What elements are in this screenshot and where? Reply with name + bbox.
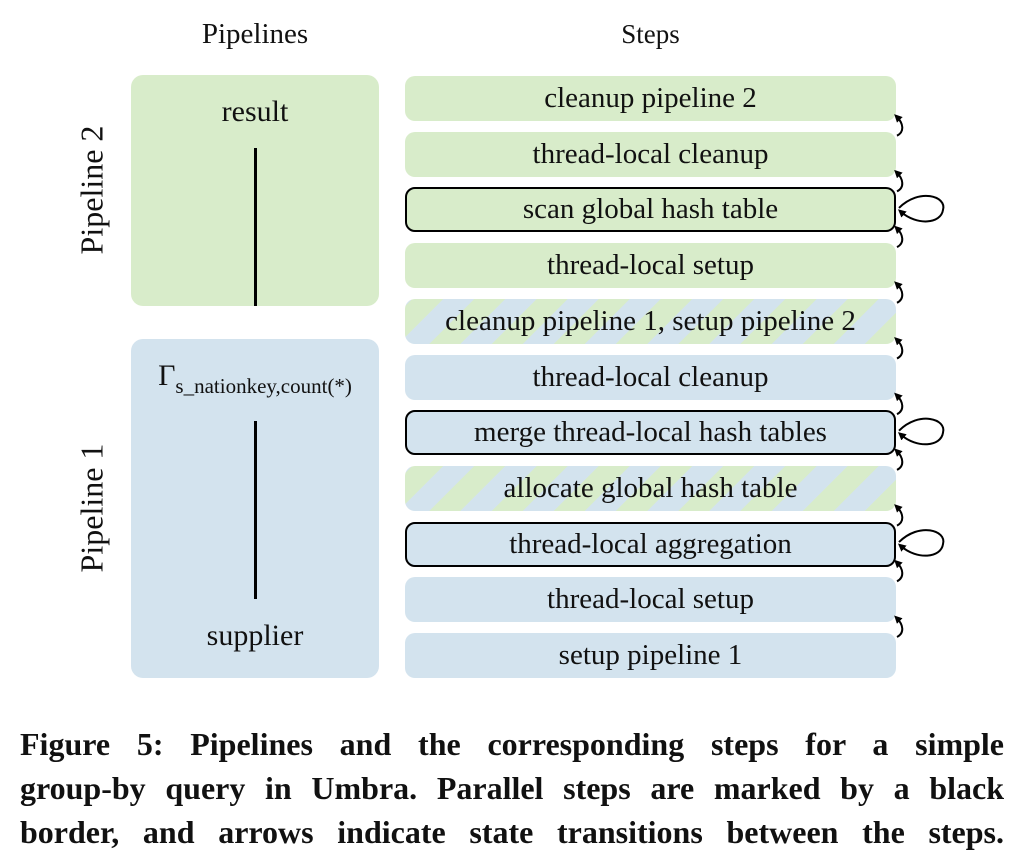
- groupby-subscript: s_nationkey,count(*): [175, 374, 352, 398]
- pipelines-header: Pipelines: [201, 18, 309, 50]
- step-3: thread-local setup: [405, 243, 896, 289]
- self-loop-arrow: [897, 529, 945, 557]
- supplier-operator: supplier: [206, 619, 304, 652]
- step-0: cleanup pipeline 2: [405, 76, 896, 121]
- groupby-operator: Γs_nationkey,count(*): [158, 359, 352, 399]
- pipeline1-box: Γs_nationkey,count(*) supplier: [131, 339, 379, 678]
- pipeline2-box: result: [131, 75, 379, 306]
- self-loop-arrow: [897, 417, 945, 446]
- transition-arrow: [894, 225, 904, 248]
- caption-line: Figure 5: Pipelines and the correspondin…: [20, 726, 1004, 762]
- pipeline1-side-label: Pipeline 1: [73, 443, 110, 573]
- transition-arrow: [894, 336, 904, 360]
- pipeline2-side-label: Pipeline 2: [73, 125, 110, 255]
- step-1: thread-local cleanup: [405, 131, 896, 177]
- step-6: merge thread-local hash tables: [405, 410, 896, 456]
- transition-arrow: [894, 281, 904, 304]
- transition-arrow: [894, 504, 904, 527]
- transition-arrow: [894, 169, 904, 193]
- pipeline1-edge: [254, 421, 257, 599]
- step-10: setup pipeline 1: [405, 633, 896, 678]
- transition-arrow: [894, 559, 904, 583]
- transition-arrow: [894, 615, 904, 638]
- transition-arrow: [894, 448, 904, 471]
- self-loop-arrow: [897, 194, 945, 223]
- caption-line: group-by query in Umbra. Parallel steps …: [20, 770, 1004, 806]
- caption-line: border, and arrows indicate state transi…: [20, 814, 1004, 850]
- step-4: cleanup pipeline 1, setup pipeline 2: [405, 298, 896, 344]
- steps-header: Steps: [621, 19, 680, 49]
- step-8: thread-local aggregation: [405, 521, 896, 567]
- step-9: thread-local setup: [405, 577, 896, 623]
- step-7: allocate global hash table: [405, 465, 896, 511]
- step-2: scan global hash table: [405, 187, 896, 233]
- step-5: thread-local cleanup: [405, 354, 896, 400]
- result-operator: result: [221, 95, 289, 128]
- pipeline2-edge: [254, 148, 257, 306]
- transition-arrow: [894, 114, 904, 137]
- transition-arrow: [894, 392, 904, 416]
- gamma-symbol: Γ: [158, 359, 176, 392]
- figure-caption: Figure 5: Pipelines and the correspondin…: [20, 722, 1004, 854]
